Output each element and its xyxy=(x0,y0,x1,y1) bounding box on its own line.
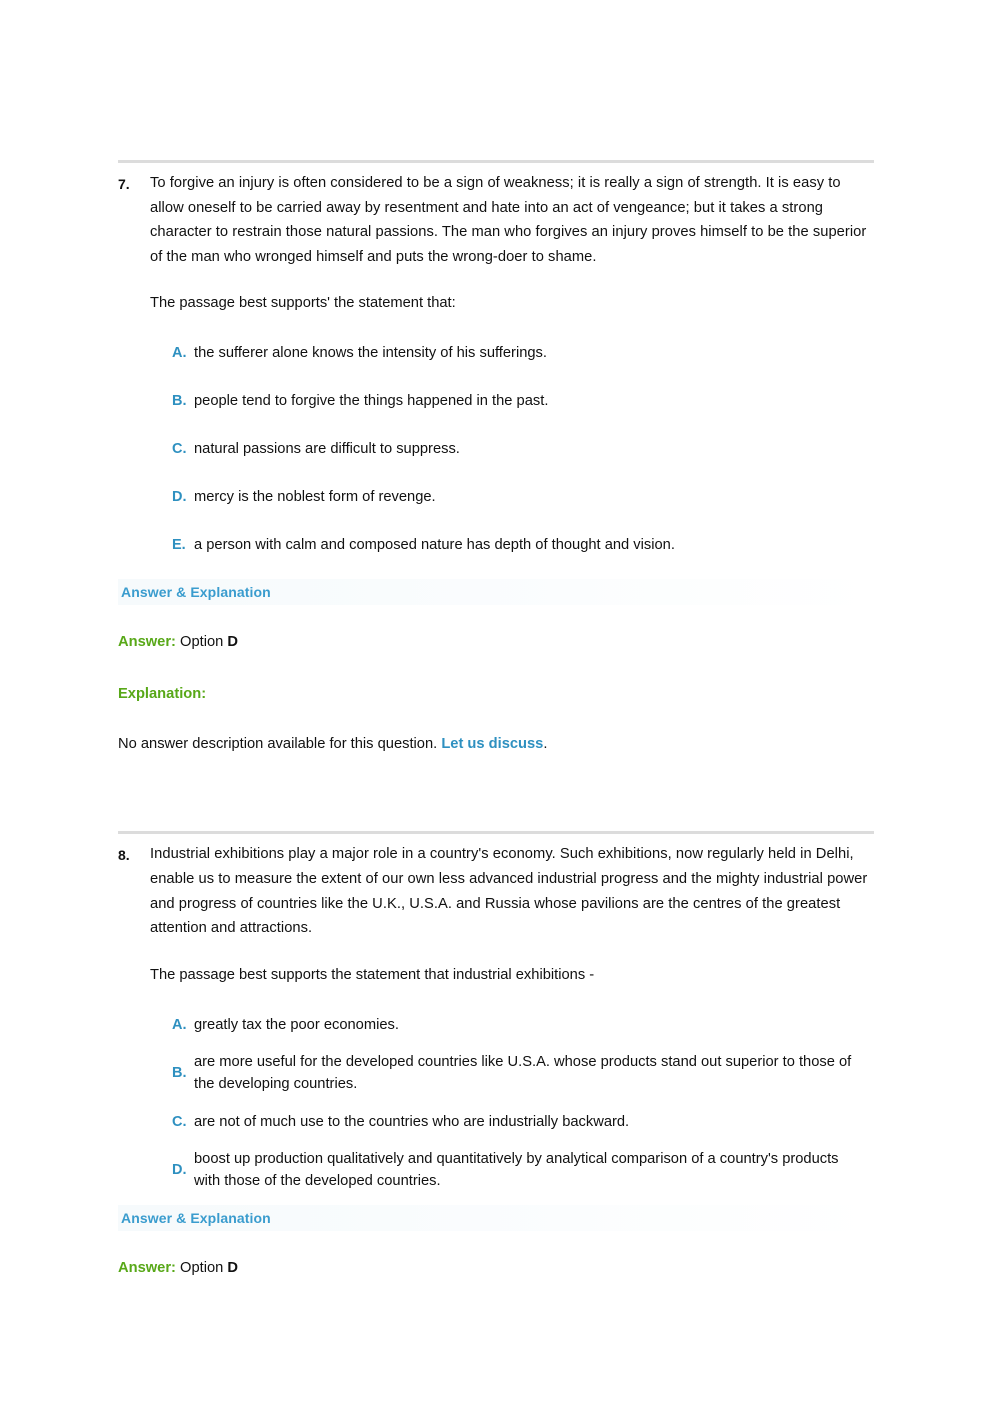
section-divider xyxy=(118,160,874,163)
answer-value: D xyxy=(227,634,239,651)
option-letter-b: B. xyxy=(172,393,187,410)
options-list-8: A. greatly tax the poor economies. B. ar… xyxy=(150,1001,874,1195)
answer-label-2: Answer: xyxy=(118,1259,176,1276)
question-number-7: 7. xyxy=(118,176,130,192)
option-letter-a: A. xyxy=(172,345,187,362)
option-letter-e: E. xyxy=(172,537,186,554)
option-letter-c: C. xyxy=(172,441,187,458)
explanation-label: Explanation: xyxy=(118,686,207,703)
section-divider-2 xyxy=(118,831,874,835)
explanation-body: No answer description available for this… xyxy=(118,736,438,753)
option-text-a: the sufferer alone knows the intensity o… xyxy=(194,345,547,362)
option-text-b-q8: are more useful for the developed countr… xyxy=(194,1053,852,1093)
questions-container: 7. To forgive an injury is often conside… xyxy=(118,160,874,1279)
option-e[interactable]: E. a person with calm and composed natur… xyxy=(150,521,874,569)
question-block-8: 8. Industrial exhibitions play a major r… xyxy=(118,831,874,1278)
option-d-q8[interactable]: D. boost up production qualitatively and… xyxy=(150,1146,874,1195)
options-list-7: A. the sufferer alone knows the intensit… xyxy=(150,329,874,569)
let-us-discuss-link[interactable]: Let us discuss xyxy=(441,736,544,753)
question-prompt-7: The passage best supports' the statement… xyxy=(150,295,456,312)
answer-line: Answer: Option D xyxy=(118,631,874,653)
option-c[interactable]: C. natural passions are difficult to sup… xyxy=(150,425,874,473)
explanation-period: . xyxy=(543,736,548,753)
answer-explanation-heading-2[interactable]: Answer & Explanation xyxy=(118,1204,874,1231)
answer-value-2: D xyxy=(227,1259,239,1276)
option-letter-d: D. xyxy=(172,489,187,506)
option-b-q8[interactable]: B. are more useful for the developed cou… xyxy=(150,1049,874,1098)
explanation-text-line: No answer description available for this… xyxy=(118,733,874,755)
option-letter-c-q8: C. xyxy=(172,1113,187,1130)
question-row-7: 7. To forgive an injury is often conside… xyxy=(118,171,874,569)
option-text-d: mercy is the noblest form of revenge. xyxy=(194,489,436,506)
answer-value-prefix: Option xyxy=(180,634,224,651)
option-c-q8[interactable]: C. are not of much use to the countries … xyxy=(150,1098,874,1146)
option-text-c-q8: are not of much use to the countries who… xyxy=(194,1113,630,1130)
question-body-8: Industrial exhibitions play a major role… xyxy=(150,842,874,1194)
question-passage-7: To forgive an injury is often considered… xyxy=(150,175,867,265)
option-text-c: natural passions are difficult to suppre… xyxy=(194,441,460,458)
answer-line-2: Answer: Option D xyxy=(118,1257,874,1279)
answer-explanation-heading[interactable]: Answer & Explanation xyxy=(118,579,874,606)
question-block-7: 7. To forgive an injury is often conside… xyxy=(118,160,874,755)
option-text-d-q8: boost up production qualitatively and qu… xyxy=(194,1150,839,1190)
option-a-q8[interactable]: A. greatly tax the poor economies. xyxy=(150,1001,874,1049)
answer-value-prefix-2: Option xyxy=(180,1259,224,1276)
question-row-8: 8. Industrial exhibitions play a major r… xyxy=(118,842,874,1194)
option-text-b: people tend to forgive the things happen… xyxy=(194,393,549,410)
option-text-e: a person with calm and composed nature h… xyxy=(194,537,675,554)
option-letter-d-q8: D. xyxy=(172,1162,187,1179)
question-number-8: 8. xyxy=(118,847,130,864)
option-b[interactable]: B. people tend to forgive the things hap… xyxy=(150,377,874,425)
option-text-a-q8: greatly tax the poor economies. xyxy=(194,1016,399,1033)
question-prompt-8: The passage best supports the statement … xyxy=(150,966,595,983)
option-letter-b-q8: B. xyxy=(172,1065,187,1082)
option-d[interactable]: D. mercy is the noblest form of revenge. xyxy=(150,473,874,521)
answer-label: Answer: xyxy=(118,634,176,651)
option-letter-a-q8: A. xyxy=(172,1016,187,1033)
question-passage-8: Industrial exhibitions play a major role… xyxy=(150,846,868,937)
question-body-7: To forgive an injury is often considered… xyxy=(150,171,874,569)
option-a[interactable]: A. the sufferer alone knows the intensit… xyxy=(150,329,874,377)
question-spacer xyxy=(118,755,874,831)
